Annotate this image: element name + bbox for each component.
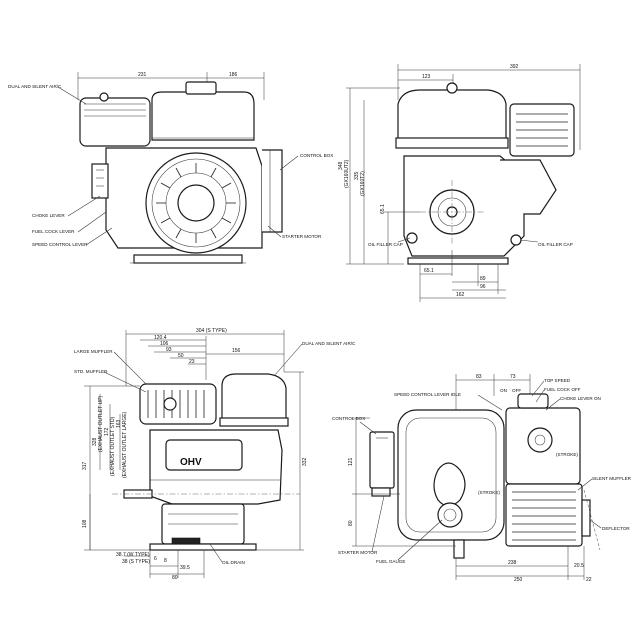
label-speed-control-lever-idle: SPEED CONTROL LEVER IDLE bbox=[394, 392, 461, 397]
label-fuel-cock-off: FUEL COCK OFF bbox=[544, 387, 581, 392]
label-speed-control-lever: SPEED CONTROL LEVER bbox=[32, 242, 88, 247]
dim-328: 328 bbox=[92, 437, 98, 446]
dim-238: 238 bbox=[508, 560, 517, 566]
label-deflector: DEFLECTOR bbox=[602, 526, 630, 531]
label-choke-lever: CHOKE LEVER bbox=[32, 213, 65, 218]
dim-123: 123 bbox=[422, 74, 431, 80]
label-dual-silent-airc-rear: DUAL AND SILENT AIR/C bbox=[302, 341, 356, 346]
dim-162: 162 bbox=[456, 292, 465, 298]
dim-120-4: 120.4 bbox=[154, 335, 167, 341]
label-oil-filler-cap-right: OIL FILLER CAP bbox=[538, 242, 573, 247]
label-control-box: CONTROL BOX bbox=[300, 153, 333, 158]
label-stroke-1: (STROKE) bbox=[556, 452, 578, 457]
label-stroke-2: (STROKE) bbox=[478, 490, 500, 495]
dim-106: 106 bbox=[160, 341, 169, 347]
label-std-muffler: STD. MUFFLER bbox=[74, 369, 108, 374]
dim-23: 23 bbox=[189, 359, 195, 365]
label-starter-motor: STARTER MOTOR bbox=[282, 234, 322, 239]
dim-163-sub: (EXHAUST OUTLET LARGE) bbox=[122, 411, 128, 478]
label-fuel-gauge: FUEL GAUGE bbox=[376, 559, 405, 564]
label-top-speed: TOP SPEED bbox=[544, 378, 571, 383]
label-large-muffler: LARGE MUFFLER bbox=[74, 349, 113, 354]
dim-65-1-horiz: 65.1 bbox=[424, 268, 434, 274]
view-side: 392 123 348 (GX160UT2) bbox=[338, 64, 581, 302]
dim-186: 186 bbox=[229, 72, 238, 78]
dim-392: 392 bbox=[510, 64, 519, 70]
label-oil-filler-cap-left: OIL FILLER CAP bbox=[368, 242, 403, 247]
dim-6: 6 bbox=[154, 556, 157, 562]
label-silent-muffler: SILENT MUFFLER bbox=[592, 476, 632, 481]
dim-335-sub: (GX160T2) bbox=[360, 171, 366, 196]
dim-335: 335 bbox=[354, 171, 360, 180]
label-dual-silent-airc: DUAL AND SILENT AIR/C bbox=[8, 84, 62, 89]
label-starter-motor-top: STARTER MOTOR bbox=[338, 550, 378, 555]
dim-20-5: 20.5 bbox=[574, 563, 584, 569]
label-off: OFF bbox=[512, 388, 521, 393]
dim-231: 231 bbox=[138, 72, 147, 78]
dim-93: 93 bbox=[166, 347, 172, 353]
dim-80: 80 bbox=[172, 575, 178, 581]
label-oil-drain: OIL DRAIN bbox=[222, 560, 245, 565]
dim-96: 96 bbox=[480, 284, 486, 290]
dim-156: 156 bbox=[232, 348, 241, 354]
dim-172-sub: (EXHAUST OUTLET STD) bbox=[110, 416, 116, 476]
dim-89: 89 bbox=[480, 276, 486, 282]
dim-163: 163 bbox=[116, 419, 122, 428]
view-front-recoil: 231 186 bbox=[8, 72, 333, 264]
dim-172: 172 bbox=[104, 427, 110, 436]
dim-348-sub: (GX160UT2) bbox=[344, 159, 350, 188]
dim-80-top: 80 bbox=[348, 520, 354, 526]
dim-332: 332 bbox=[302, 457, 308, 466]
dim-348: 348 bbox=[338, 161, 344, 170]
dim-108: 108 bbox=[82, 519, 88, 528]
dim-38-s-type: 38 (S TYPE) bbox=[122, 559, 150, 565]
dim-121: 121 bbox=[348, 457, 354, 466]
dim-73: 73 bbox=[510, 374, 516, 380]
view-top: 83 73 ON OFF bbox=[332, 374, 632, 583]
label-fuel-cock-lever: FUEL COCK LEVER bbox=[32, 229, 75, 234]
dim-250: 250 bbox=[514, 577, 523, 583]
dim-39-5: 39.5 bbox=[180, 565, 190, 571]
label-choke-lever-on: CHOKE LEVER ON bbox=[560, 396, 601, 401]
dim-38-7-w-type: 38.7 (W TYPE) bbox=[116, 552, 150, 558]
dim-22: 22 bbox=[586, 577, 592, 583]
label-control-box-top: CONTROL BOX bbox=[332, 416, 365, 421]
view-rear: 304 (S TYPE) 120.4 106 93 50 23 156 bbox=[74, 328, 356, 581]
dim-328-sub: (EXHAUST OUTLET UP) bbox=[98, 395, 104, 452]
dim-304-s-type: 304 (S TYPE) bbox=[196, 328, 227, 334]
dim-317: 317 bbox=[82, 461, 88, 470]
dim-65-1-vert: 65.1 bbox=[380, 204, 386, 214]
dim-83: 83 bbox=[476, 374, 482, 380]
ohv-text: OHV bbox=[180, 457, 202, 468]
dim-8: 8 bbox=[164, 558, 167, 564]
dim-50: 50 bbox=[178, 353, 184, 359]
label-on: ON bbox=[500, 388, 507, 393]
